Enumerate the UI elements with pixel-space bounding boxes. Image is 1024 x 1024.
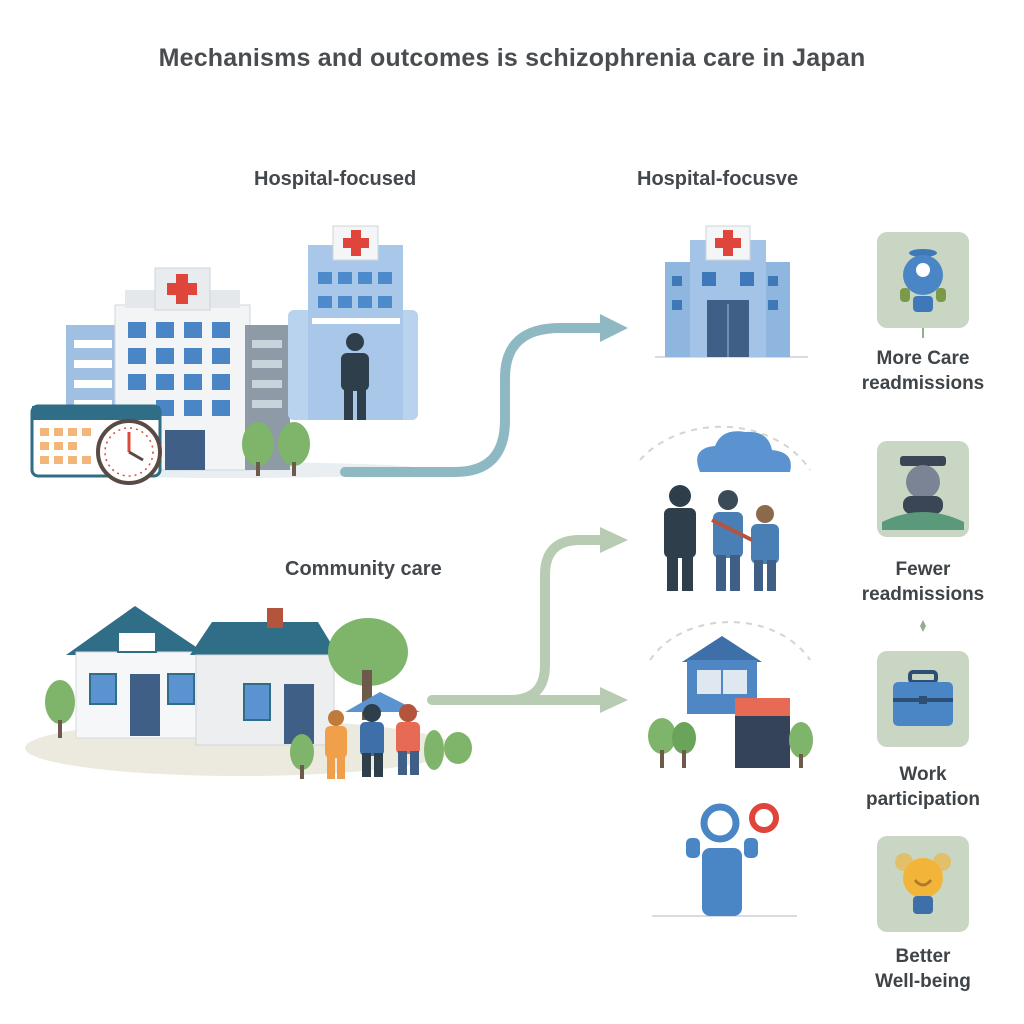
section-label-hospital-focused-right: Hospital-focusve [637, 168, 799, 190]
person-thinking-illustration [652, 803, 797, 917]
outcome-label-wellbeing: Better Well-being [838, 944, 1008, 994]
outcome-label-line2: readmissions [861, 584, 985, 605]
arrow-community-split [427, 527, 628, 713]
briefcase-icon [893, 670, 953, 726]
outcome-label-line1: Better [895, 946, 951, 967]
arrow-hospital-to-hospital [340, 314, 628, 477]
hospital-right-illustration [655, 225, 808, 358]
section-label-community-care: Community care [285, 558, 442, 580]
community-houses-illustration [25, 606, 472, 779]
flower-icon [895, 853, 951, 914]
outcome-label-line2: participation [865, 789, 980, 810]
outcome-label-more-care: More Care readmissions [838, 346, 1008, 396]
hospital-complex-illustration [30, 225, 430, 485]
person-icon [900, 249, 946, 312]
person-headset-icon [882, 456, 964, 530]
outcome-label-work: Work participation [838, 762, 1008, 812]
page-title: Mechanisms and outcomes is schizophrenia… [158, 44, 866, 72]
outcome-label-line2: Well-being [875, 971, 971, 992]
outcome-label-line2: readmissions [861, 373, 985, 394]
house-shop-illustration [648, 621, 813, 768]
group-with-cloud-illustration [639, 425, 811, 591]
outcome-label-line1: Work [899, 764, 947, 785]
section-label-hospital-focused: Hospital-focused [254, 168, 417, 190]
outcome-label-fewer-readmissions: Fewer readmissions [838, 557, 1008, 607]
outcome-label-line1: More Care [876, 348, 970, 369]
connector-2 [920, 620, 926, 632]
outcome-label-line1: Fewer [895, 559, 951, 580]
